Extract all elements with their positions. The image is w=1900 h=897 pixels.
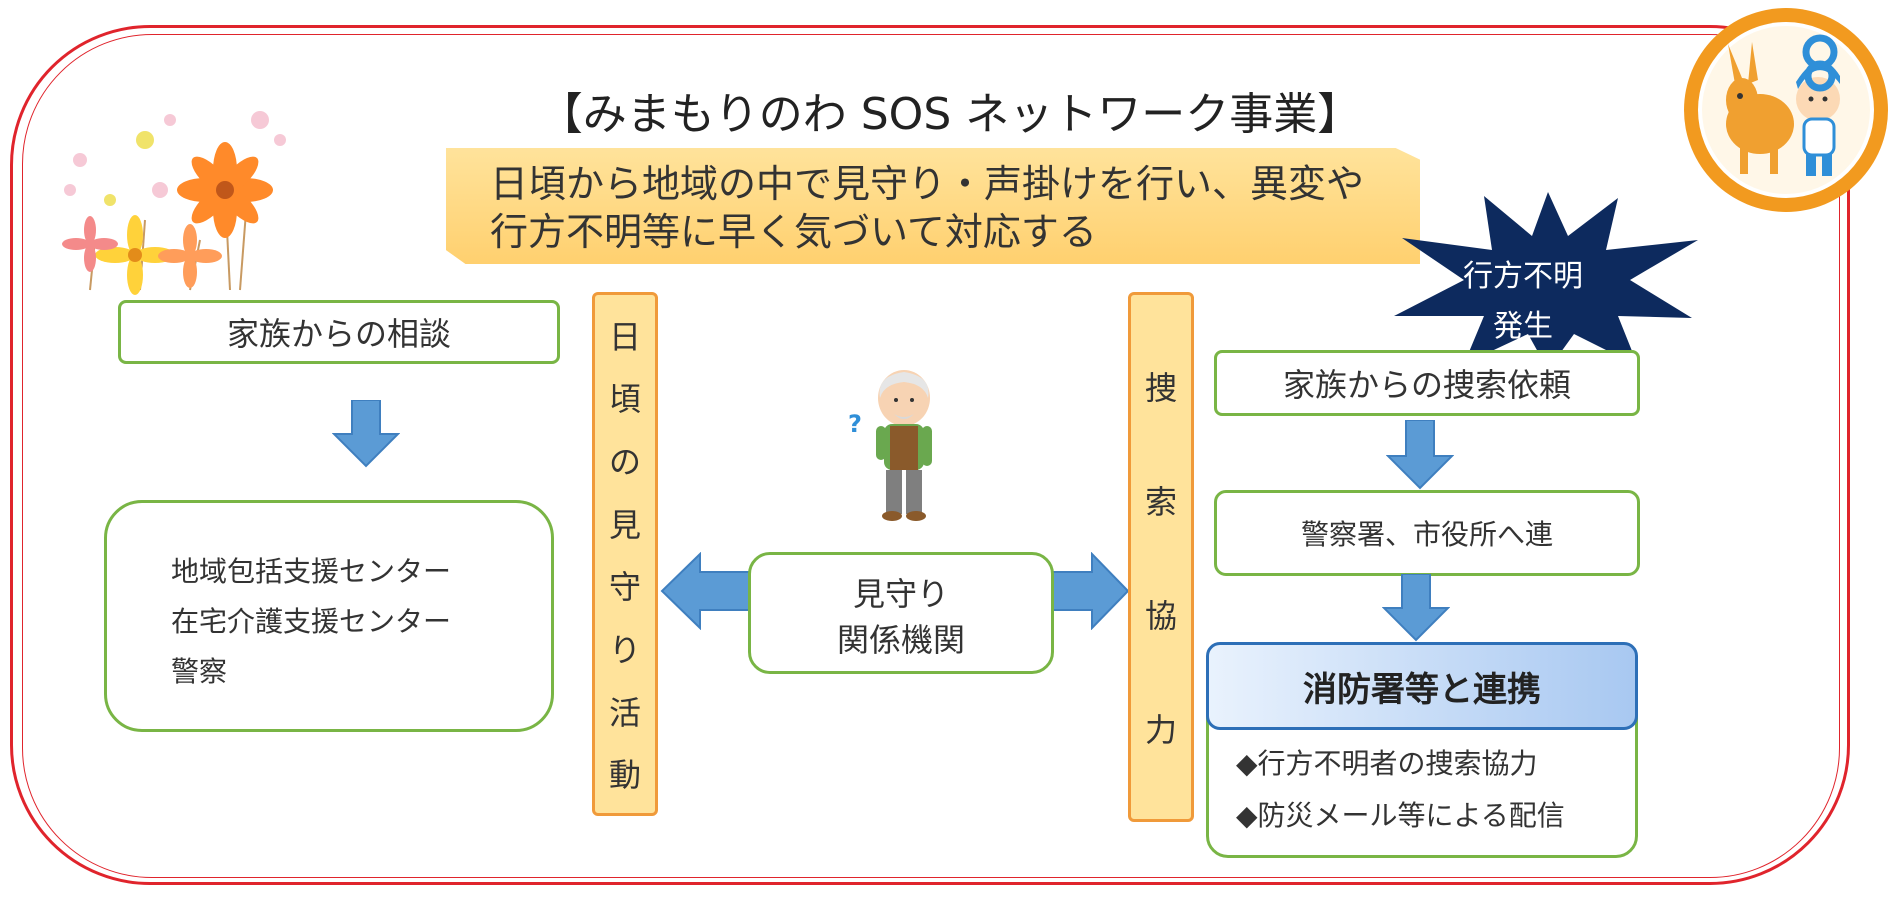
daily-watch-activity-scroll: 日 頃 の 見 守 り 活 動 [592,292,658,816]
right-arrow-icon [1050,552,1130,630]
banner-line-2: 行方不明等に早く気づいて対応する [490,210,1097,254]
scroll-char: 協 [1144,597,1177,635]
search-request-box: 家族からの捜索依頼 [1214,350,1640,416]
watch-agencies-line-2: 関係機関 [836,621,965,659]
scroll-char: 活 [608,693,641,732]
scroll-char: り [608,630,641,669]
family-consult-label: 家族からの相談 [226,315,451,353]
scroll-char: 力 [1144,711,1177,749]
scroll-char: 頃 [608,380,641,419]
svg-text:?: ? [848,410,862,438]
scroll-char: の [608,442,641,481]
organizations-box: 地域包括支援センター 在宅介護支援センター 警察 [104,500,554,732]
fire-dept-item: ◆行方不明者の捜索協力 [1236,747,1538,780]
page-title: 【みまもりのわ SOS ネットワーク事業】 [538,89,1362,140]
scroll-char: 動 [608,756,641,795]
fire-dept-header: 消防署等と連携 [1206,642,1638,730]
alert-line-2: 発生 [1493,309,1553,344]
organization-item: 警察 [171,655,228,688]
scroll-char: 日 [608,317,641,356]
organization-item: 在宅介護支援センター [171,605,452,638]
summary-banner [446,148,1420,264]
banner-line-1: 日頃から地域の中で見守り・声掛けを行い、異変や [490,162,1365,206]
police-city-hall-box: 警察署、市役所へ連 [1214,490,1640,576]
mascot-logo-icon [1684,8,1888,212]
fire-dept-list: ◆行方不明者の捜索協力 ◆防災メール等による配信 [1236,738,1565,842]
organization-item: 地域包括支援センター [171,555,452,588]
left-arrow-icon [660,552,756,630]
summary-banner-text: 日頃から地域の中で見守り・声掛けを行い、異変や 行方不明等に早く気づいて対応する [490,160,1410,256]
scroll-char: 捜 [1144,369,1177,407]
search-request-label: 家族からの捜索依頼 [1282,366,1571,404]
starburst-shape [1394,192,1698,370]
inner-frame [22,34,1840,878]
outer-frame [10,25,1850,885]
scroll-char: 守 [608,568,641,607]
fire-dept-header-label: 消防署等と連携 [1303,669,1541,710]
organizations-list: 地域包括支援センター 在宅介護支援センター 警察 [171,547,451,697]
watch-agencies-line-1: 見守り [852,575,949,613]
elderly-man-icon: ? [848,370,932,521]
down-arrow-icon [1382,574,1450,642]
down-arrow-icon [332,400,400,468]
missing-person-alert: 行方不明 発生 [1438,252,1608,352]
watch-agencies-box: 見守り 関係機関 [748,552,1054,674]
scroll-char: 見 [608,505,641,544]
search-cooperation-scroll: 捜 索 協 力 [1128,292,1194,822]
down-arrow-icon [1386,420,1454,490]
fire-dept-item: ◆防災メール等による配信 [1236,799,1565,832]
alert-line-1: 行方不明 [1463,259,1583,294]
flowers-decoration-icon [62,111,286,295]
scroll-char: 索 [1144,483,1177,521]
watch-agencies-label: 見守り 関係機関 [751,571,1051,663]
police-city-hall-label: 警察署、市役所へ連 [1300,518,1553,551]
family-consult-box: 家族からの相談 [118,300,560,364]
